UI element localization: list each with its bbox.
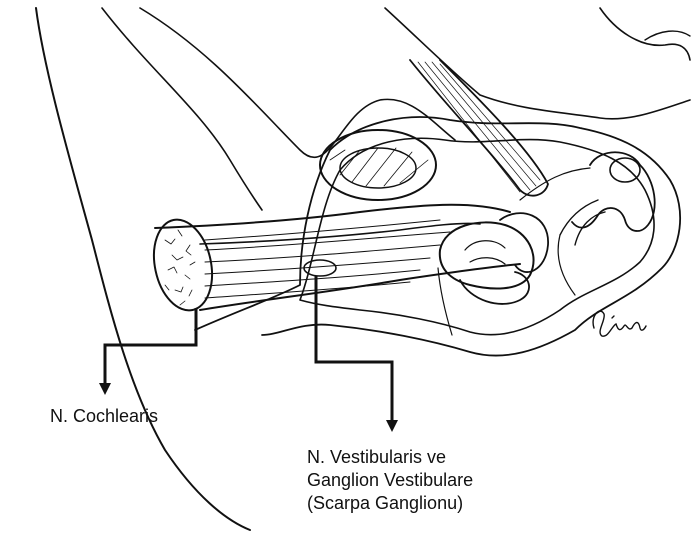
semicircular-canal [320,130,436,200]
skull-outline [36,8,250,530]
canal-hatching [330,148,428,186]
nerve-cross-section [146,214,220,316]
skull-inner-line [102,8,262,210]
vestibular-label-line2: Ganglion Vestibulare [307,470,473,490]
vestibule [440,222,534,288]
vestibular-callout [316,276,398,432]
cochlear-leader-line [105,308,196,385]
ossicle-crus [560,200,605,245]
top-right-curl [600,8,690,60]
muscle-fibers [418,62,540,192]
cochlear-arrowhead [99,383,111,395]
artist-signature [588,298,648,343]
vestibular-label-line1: N. Vestibularis ve [307,447,446,467]
vestibular-arrowhead [386,420,398,432]
cochlear-nerve-label: N. Cochlearis [50,405,158,428]
semicircular-canal-inner [340,148,416,188]
utricle [500,213,548,272]
cross-section-texture [165,230,195,305]
top-right-arc [645,31,690,40]
ossicle-head [610,158,640,182]
ampulla-detail [465,241,505,264]
vestibular-nerve-label: N. Vestibularis ve Ganglion Vestibulare … [307,446,473,515]
nerve-fibers [205,220,450,298]
ossicle [572,152,655,231]
upper-right-contour [385,8,690,119]
thin-strand-3 [558,235,575,295]
vestibular-label-line3: (Scarpa Ganglionu) [307,493,463,513]
vestibular-leader-line [316,276,392,422]
